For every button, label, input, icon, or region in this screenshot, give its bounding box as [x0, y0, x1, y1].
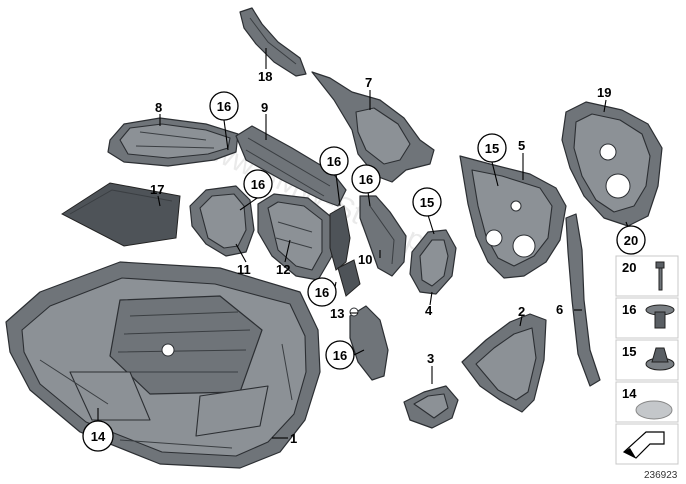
part-tall-bracket — [461, 313, 547, 413]
part-underbody-shield — [5, 261, 321, 469]
circled-callout-15-b: 15 — [477, 133, 507, 163]
callout-16-f: 16 — [333, 348, 347, 363]
fastener-legend: 20 16 15 14 236923 — [615, 255, 679, 481]
part-upper-left-insulator — [107, 117, 239, 167]
part-flat-mat — [61, 182, 181, 247]
callout-16-a: 16 — [217, 99, 231, 114]
callout-10: 10 — [358, 252, 372, 267]
clip-nut-icon — [645, 304, 675, 329]
part-lower-bracket — [349, 305, 389, 381]
part-side-insulator-left — [189, 185, 255, 257]
callout-2: 2 — [518, 304, 525, 319]
callout-13: 13 — [330, 306, 344, 321]
part-small-block — [403, 385, 459, 429]
legend-label-16: 16 — [622, 302, 636, 317]
callout-16-c: 16 — [327, 154, 341, 169]
round-plug-icon — [635, 400, 673, 420]
part-top-bracket — [239, 7, 307, 77]
push-rivet-icon — [655, 261, 665, 291]
callout-20: 20 — [624, 233, 638, 248]
callout-4: 4 — [425, 303, 433, 318]
part-small-bracket — [409, 229, 457, 295]
callout-18: 18 — [258, 69, 272, 84]
legend-label-15: 15 — [622, 344, 636, 359]
callout-17: 17 — [150, 182, 164, 197]
circled-callout-20: 20 — [616, 225, 646, 255]
circled-callout-16-a: 16 — [209, 91, 239, 121]
callout-5: 5 — [518, 138, 525, 153]
callout-16-e: 16 — [315, 285, 329, 300]
circled-callout-16-f: 16 — [325, 340, 355, 370]
leader-lines — [97, 48, 631, 439]
part-firewall-panel — [459, 155, 567, 279]
part-long-strip — [235, 125, 347, 207]
part-clip-group — [329, 205, 361, 297]
legend-label-20: 20 — [622, 260, 636, 275]
part-vertical-strip — [359, 195, 407, 277]
callout-12: 12 — [276, 262, 290, 277]
callout-15-a: 15 — [420, 195, 434, 210]
callout-11: 11 — [237, 262, 251, 277]
callout-15-b: 15 — [485, 141, 499, 156]
circled-callout-16-c: 16 — [319, 146, 349, 176]
callout-14: 14 — [91, 429, 106, 444]
legend-label-14: 14 — [622, 386, 637, 401]
callout-3: 3 — [427, 351, 434, 366]
circled-callout-15-a: 15 — [412, 187, 442, 217]
callout-16-d: 16 — [359, 172, 373, 187]
part-central-insulator — [311, 71, 435, 183]
part-upper-right-panel — [561, 101, 663, 227]
circled-callout-16-b: 16 — [243, 169, 273, 199]
circled-callout-14: 14 — [82, 420, 114, 452]
direction-arrow-icon — [622, 431, 665, 459]
callout-19: 19 — [597, 85, 611, 100]
part-insulation-panel — [257, 193, 333, 281]
callout-8: 8 — [155, 100, 162, 115]
image-id: 236923 — [644, 470, 678, 481]
callout-9: 9 — [261, 100, 268, 115]
callout-1: 1 — [290, 431, 297, 446]
callout-16-b: 16 — [251, 177, 265, 192]
hex-nut-icon — [645, 347, 675, 371]
circled-callout-16-d: 16 — [351, 164, 381, 194]
callout-7: 7 — [365, 75, 372, 90]
callout-6: 6 — [556, 302, 563, 317]
part-pillar-strip — [565, 213, 601, 387]
circled-callout-16-e: 16 — [307, 277, 337, 307]
